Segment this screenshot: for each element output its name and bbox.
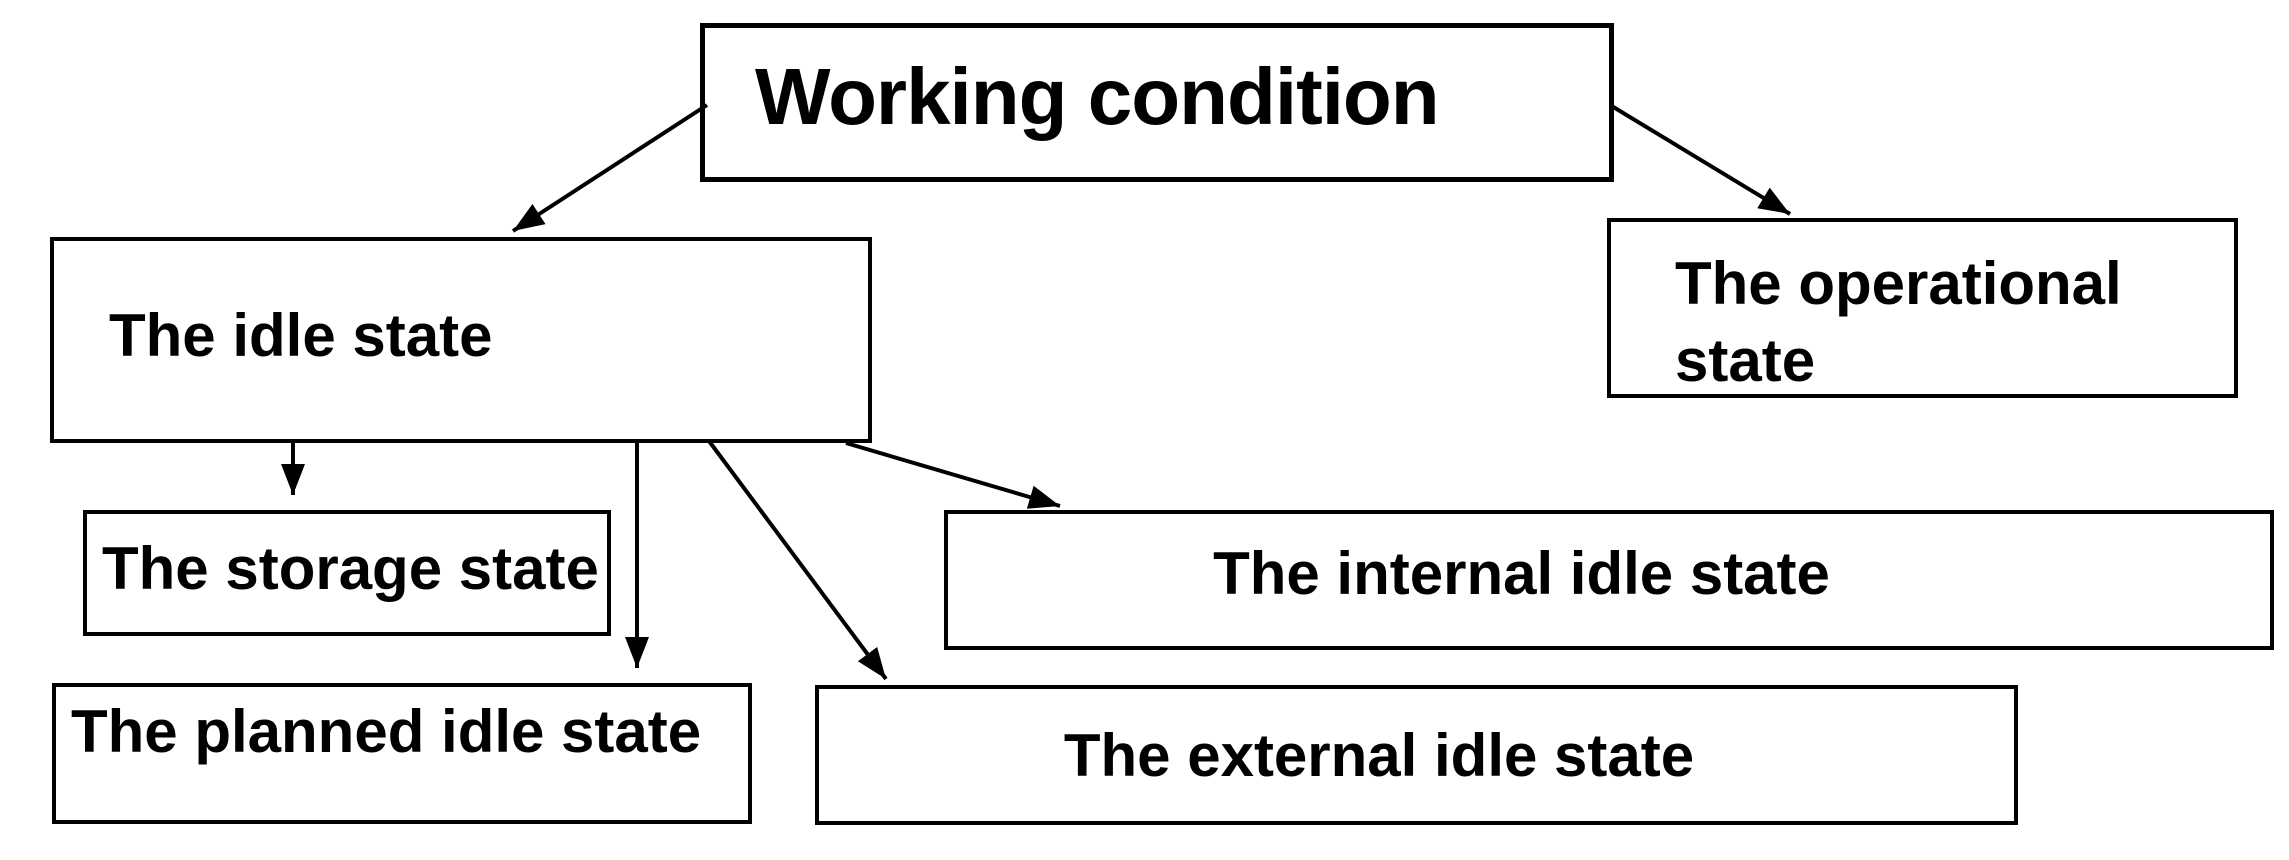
node-storage-state: The storage state: [83, 510, 611, 636]
node-planned-idle-state: The planned idle state: [52, 683, 752, 824]
node-idle-state: The idle state: [50, 237, 872, 443]
node-operational-state: The operational state: [1607, 218, 2238, 398]
node-internal-idle-state: The internal idle state: [944, 510, 2274, 650]
edge-idle-to-internal: [845, 441, 1061, 509]
node-external-idle-state-label: The external idle state: [1063, 721, 1695, 789]
node-idle-state-label: The idle state: [109, 301, 493, 369]
node-storage-state-label: The storage state: [102, 534, 599, 602]
edge-idle-to-external: [707, 439, 888, 681]
edge-working-condition-to-idle: [511, 103, 709, 233]
node-external-idle-state: The external idle state: [815, 685, 2018, 825]
node-internal-idle-state-label: The internal idle state: [1213, 539, 1830, 607]
node-working-condition-label: Working condition: [755, 51, 1440, 141]
node-planned-idle-state-label: The planned idle state: [71, 698, 702, 765]
edge-working-condition-to-operational: [1608, 103, 1792, 216]
node-working-condition: Working condition: [700, 23, 1614, 182]
node-operational-state-label: The operational state: [1675, 250, 2122, 394]
